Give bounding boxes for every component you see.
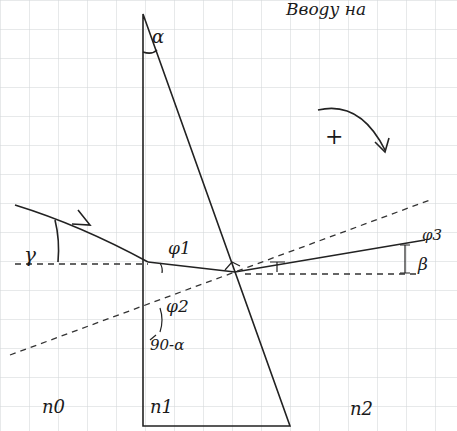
refracted-ray [148,262,235,272]
medium-label: n0 [42,398,65,416]
sign-label: + [325,126,343,148]
medium-label: n1 [150,398,173,416]
angle-arc [143,50,157,53]
rotation-arrow [318,108,385,150]
angle-mark [225,262,240,270]
angle-bracket [400,245,410,273]
angle-label: α [152,28,164,46]
angle-arc [55,220,59,262]
normal-line [10,200,430,355]
angle-label: φ3 [422,228,442,243]
arrowhead [375,138,389,152]
angle-label: 90-α [150,338,184,353]
exit-ray [235,240,425,272]
prism [143,14,290,426]
angle-bracket [404,245,405,273]
angle-label: φ1 [168,240,191,257]
angle-label: γ [24,245,36,265]
medium-label: n2 [350,400,373,418]
angle-label: φ2 [166,298,189,315]
angle-bracket [270,262,285,272]
arrowhead [72,210,90,225]
note-text: Ввоgу на [286,1,366,18]
angle-arc [160,263,162,273]
angle-label: β [418,256,428,273]
horizontal-line [245,273,420,274]
angle-arc [160,308,162,332]
